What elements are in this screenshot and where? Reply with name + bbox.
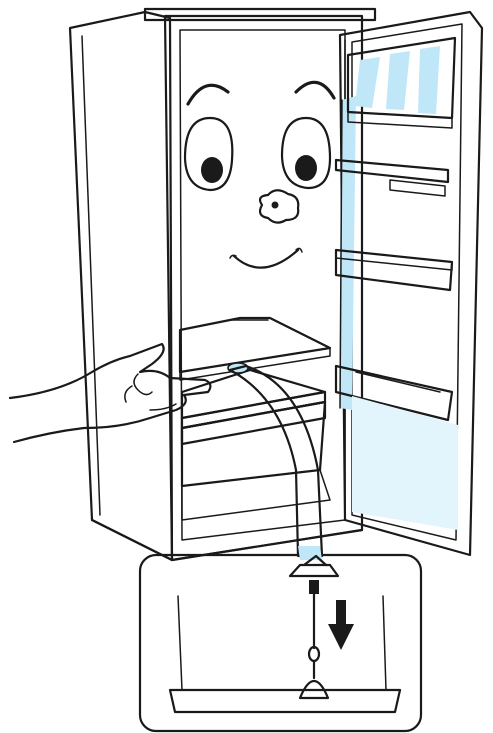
door-bottom-panel xyxy=(352,396,458,530)
left-eye xyxy=(185,118,232,190)
fridge-face xyxy=(185,82,334,267)
drain-detail-inset xyxy=(140,546,421,731)
mouth xyxy=(234,250,298,268)
right-eyebrow xyxy=(296,82,334,98)
crisper-drawer xyxy=(182,402,330,520)
defrost-water-drain xyxy=(228,363,322,556)
right-eye xyxy=(282,118,330,188)
door-top-compartment xyxy=(348,38,455,128)
nose xyxy=(260,190,298,222)
arrow-down-icon xyxy=(328,600,354,650)
left-eyebrow xyxy=(188,85,228,104)
lower-shelf xyxy=(182,370,325,428)
